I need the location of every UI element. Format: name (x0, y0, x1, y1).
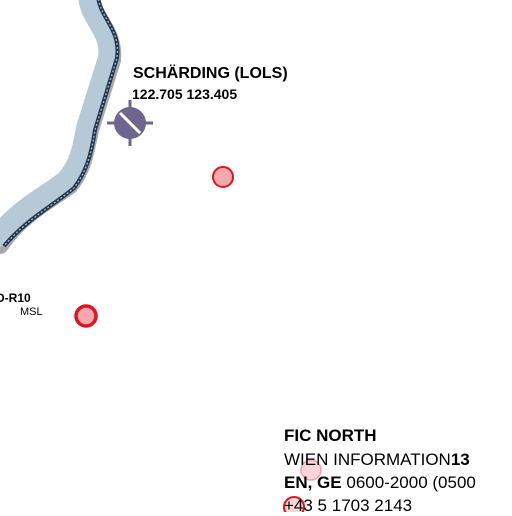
airfield-frequencies: 122.705 123.405 (132, 86, 238, 102)
reporting-point-icon[interactable] (74, 304, 98, 328)
fic-languages: EN, GE (284, 473, 342, 492)
fic-station-line: WIEN INFORMATION13 (284, 450, 470, 470)
fic-title: FIC NORTH (284, 426, 377, 445)
reporting-point-icon[interactable] (212, 166, 234, 188)
fic-hours-line: EN, GE 0600-2000 (0500 (284, 473, 476, 493)
reporting-point-icon[interactable] (300, 459, 322, 481)
reporting-point-icon[interactable] (283, 496, 305, 512)
airfield-name: SCHÄRDING (LOLS) (133, 65, 288, 82)
airfield-symbol-icon[interactable] (107, 100, 153, 146)
restricted-area-id: D-R10 (0, 291, 31, 305)
fic-station: WIEN INFORMATION (284, 450, 451, 469)
state-border-dashes (3, 0, 119, 247)
state-border-band (0, 0, 119, 248)
fic-hours: 0600-2000 (0500 (346, 473, 476, 492)
restricted-area-altitude: MSL (20, 306, 43, 318)
fic-phone: +43 5 1703 2143 (284, 496, 413, 515)
fic-station-frequency: 13 (450, 450, 470, 469)
